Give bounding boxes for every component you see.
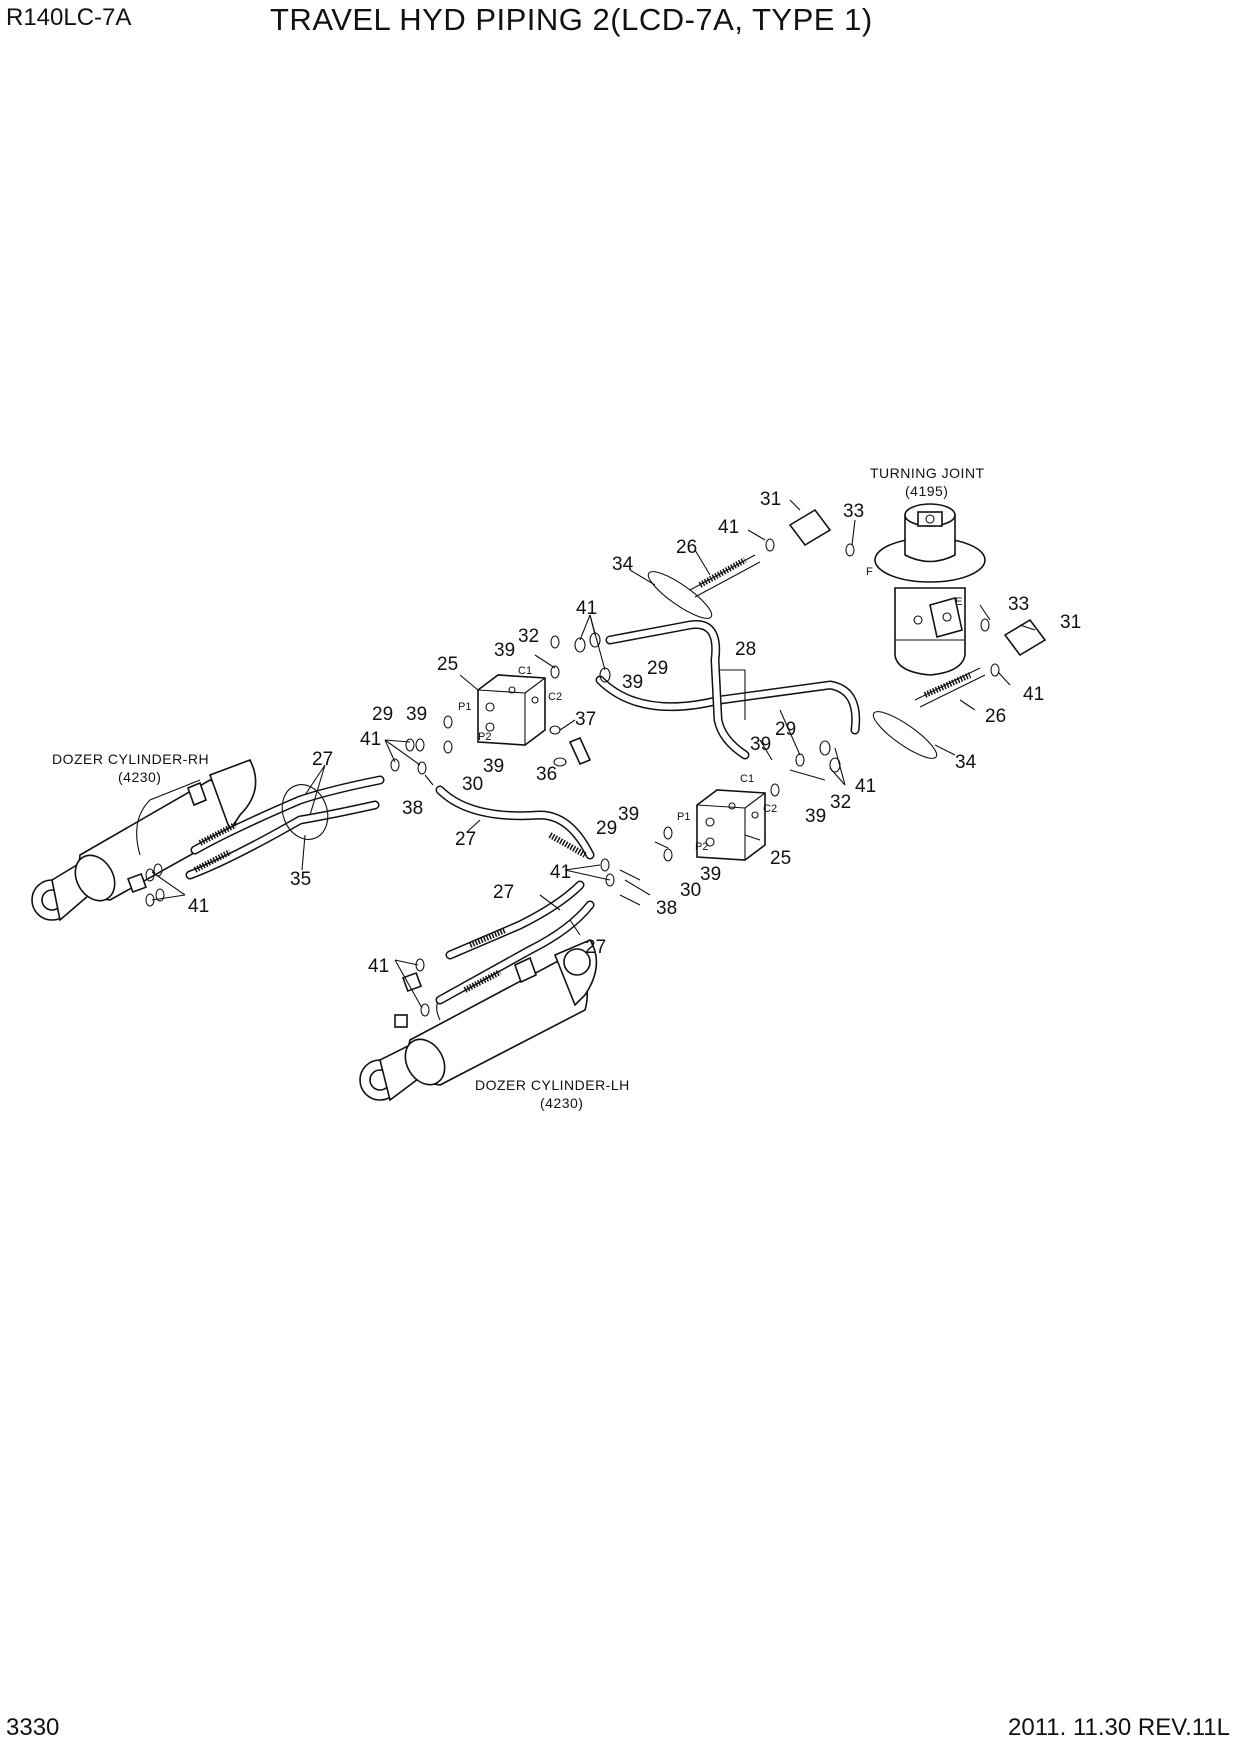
callout-39: 39 (700, 864, 721, 885)
callout-41: 41 (360, 729, 381, 750)
port-label-c1-upper: C1 (518, 665, 532, 677)
callout-33: 33 (1008, 594, 1029, 615)
callout-25: 25 (437, 654, 458, 675)
callout-26: 26 (985, 706, 1006, 727)
callout-36: 36 (536, 764, 557, 785)
callout-26: 26 (676, 537, 697, 558)
turning-joint (874, 503, 986, 676)
callout-27: 27 (455, 829, 476, 850)
dozer-rh-ref: (4230) (118, 769, 161, 785)
port-label-c1-lower: C1 (740, 773, 754, 785)
callout-30: 30 (680, 880, 701, 901)
port-label-p1-upper: P1 (458, 701, 471, 713)
callout-32: 32 (830, 792, 851, 813)
callout-29: 29 (647, 658, 668, 679)
turning-joint-caption: TURNING JOINT (870, 465, 985, 481)
dozer-lh-caption: DOZER CYLINDER-LH (475, 1077, 630, 1093)
callout-39: 39 (618, 804, 639, 825)
callout-29: 29 (596, 818, 617, 839)
callout-41: 41 (855, 776, 876, 797)
hose-lines (185, 554, 986, 1005)
callout-41: 41 (1023, 684, 1044, 705)
callout-39: 39 (805, 806, 826, 827)
page-title: TRAVEL HYD PIPING 2(LCD-7A, TYPE 1) (270, 2, 873, 37)
callout-27: 27 (493, 882, 514, 903)
port-label-e: E (955, 596, 962, 608)
port-label-f: F (866, 566, 873, 578)
valve-block-lower (696, 789, 766, 861)
model-label: R140LC-7A (6, 4, 132, 31)
callout-38: 38 (656, 898, 677, 919)
port-label-p2-lower: P2 (695, 841, 708, 853)
callout-25: 25 (770, 848, 791, 869)
port-label-c2-upper: C2 (548, 691, 562, 703)
callout-28: 28 (735, 639, 756, 660)
port-label-c2-lower: C2 (763, 803, 777, 815)
callout-33: 33 (843, 501, 864, 522)
callout-37: 37 (575, 709, 596, 730)
port-label-p1-lower: P1 (677, 811, 690, 823)
callout-29: 29 (372, 704, 393, 725)
callout-39: 39 (750, 734, 771, 755)
callout-35: 35 (290, 869, 311, 890)
callout-27: 27 (585, 937, 606, 958)
callout-41: 41 (718, 517, 739, 538)
fittings (145, 508, 1047, 1017)
callout-39: 39 (494, 640, 515, 661)
callout-41: 41 (368, 956, 389, 977)
callout-39: 39 (483, 756, 504, 777)
callout-38: 38 (402, 798, 423, 819)
turning-joint-ref: (4195) (905, 483, 948, 499)
callout-34: 34 (612, 554, 634, 575)
callout-41: 41 (188, 896, 209, 917)
revision-date: 2011. 11.30 REV.11L (1008, 1714, 1230, 1741)
page-number: 3330 (6, 1714, 60, 1741)
callout-32: 32 (518, 626, 539, 647)
callout-27: 27 (312, 749, 333, 770)
dozer-cylinder-lh (359, 938, 598, 1102)
callout-29: 29 (775, 719, 796, 740)
dozer-cylinder-rh (31, 758, 257, 922)
callout-34: 34 (955, 752, 977, 773)
callout-39: 39 (406, 704, 427, 725)
callout-41: 41 (576, 598, 597, 619)
dozer-rh-caption: DOZER CYLINDER-RH (52, 751, 209, 767)
callout-30: 30 (462, 774, 483, 795)
callout-41: 41 (550, 862, 571, 883)
callout-31: 31 (1060, 612, 1081, 633)
port-label-p2-upper: P2 (478, 731, 491, 743)
callout-31: 31 (760, 489, 781, 510)
valve-block-upper (477, 674, 546, 746)
dozer-lh-ref: (4230) (540, 1095, 583, 1111)
leader-lines (151, 499, 1036, 1009)
callout-39: 39 (622, 672, 643, 693)
